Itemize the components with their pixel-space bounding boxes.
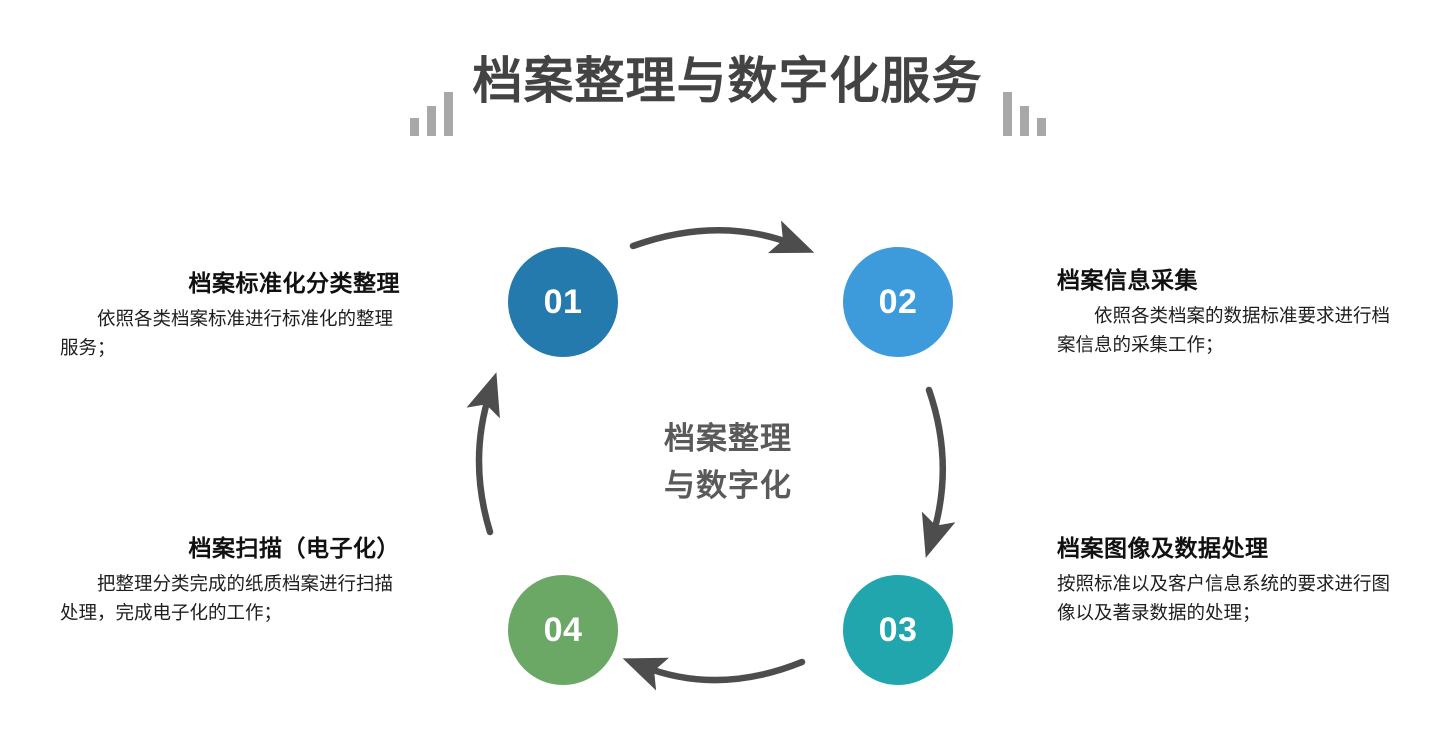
step-text-01: 档案标准化分类整理 依照各类档案标准进行标准化的整理服务； xyxy=(60,268,400,362)
step-circle-03[interactable]: 03 xyxy=(843,575,953,685)
step-text-03: 档案图像及数据处理 按照标准以及客户信息系统的要求进行图像以及著录数据的处理； xyxy=(1057,533,1397,627)
step-number-04: 04 xyxy=(543,610,583,649)
step-number-01: 01 xyxy=(543,282,583,321)
ascending-bars-icon xyxy=(409,88,453,142)
page-title: 档案整理与数字化服务 xyxy=(472,52,983,109)
center-label-line2: 与数字化 xyxy=(664,468,792,503)
page-header: 档案整理与数字化服务 xyxy=(0,53,1455,142)
step-body-04: 把整理分类完成的纸质档案进行扫描处理，完成电子化的工作； xyxy=(60,573,394,623)
step-circle-02[interactable]: 02 xyxy=(843,247,953,357)
step-heading-04: 档案扫描（电子化） xyxy=(188,535,400,561)
step-heading-03: 档案图像及数据处理 xyxy=(1057,535,1269,561)
step-number-03: 03 xyxy=(878,610,918,649)
step-text-04: 档案扫描（电子化） 把整理分类完成的纸质档案进行扫描处理，完成电子化的工作； xyxy=(60,533,400,627)
arrow-01-to-02 xyxy=(629,220,815,254)
step-heading-02: 档案信息采集 xyxy=(1057,267,1198,293)
arrow-03-to-04 xyxy=(622,657,806,691)
step-body-02: 依照各类档案的数据标准要求进行档案信息的采集工作； xyxy=(1057,305,1391,355)
step-heading-01: 档案标准化分类整理 xyxy=(188,270,400,296)
step-number-02: 02 xyxy=(878,282,918,321)
arrow-02-to-03 xyxy=(921,386,956,558)
step-text-02: 档案信息采集 依照各类档案的数据标准要求进行档案信息的采集工作； xyxy=(1057,265,1397,359)
descending-bars-icon xyxy=(1002,88,1046,142)
step-body-01: 依照各类档案标准进行标准化的整理服务； xyxy=(60,308,394,358)
center-label: 档案整理 与数字化 xyxy=(563,415,893,509)
step-circle-01[interactable]: 01 xyxy=(508,247,618,357)
arrow-04-to-01 xyxy=(466,372,500,536)
step-circle-04[interactable]: 04 xyxy=(508,575,618,685)
step-body-03: 按照标准以及客户信息系统的要求进行图像以及著录数据的处理； xyxy=(1057,573,1391,623)
center-label-line1: 档案整理 xyxy=(664,421,792,456)
